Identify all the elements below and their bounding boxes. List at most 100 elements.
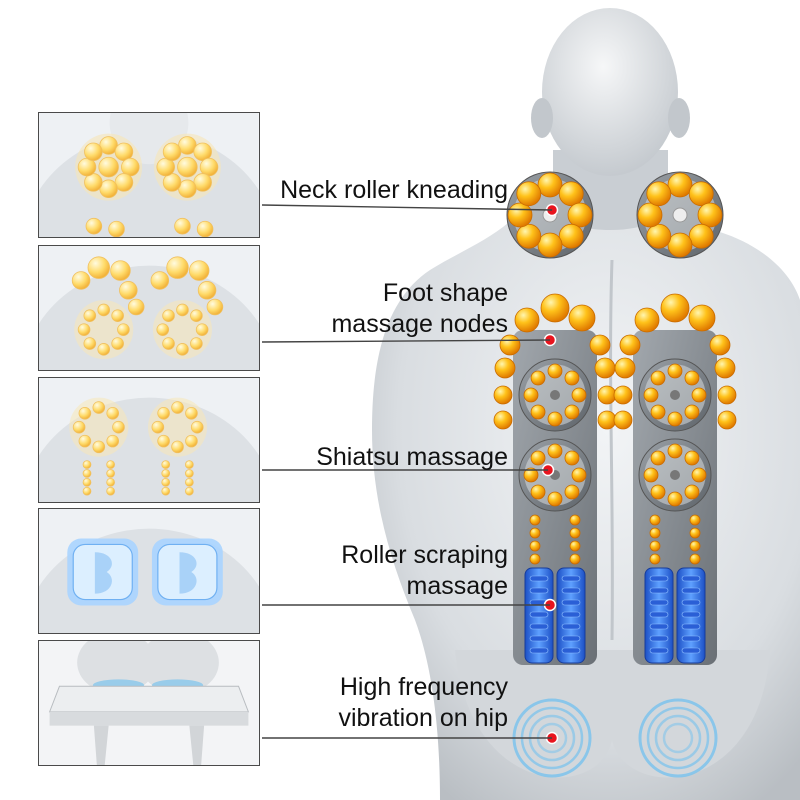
panel-foot-shape-nodes — [38, 245, 260, 371]
panel-roller-groove — [94, 552, 112, 594]
roller-rib — [561, 623, 581, 630]
roller-rib — [649, 647, 669, 654]
roller-rib — [561, 587, 581, 594]
massage-node-icon — [667, 443, 683, 459]
massage-node-icon — [667, 172, 693, 198]
massage-node-icon — [106, 460, 115, 469]
massage-node-icon — [547, 443, 563, 459]
massage-node-icon — [162, 309, 175, 323]
massage-node-icon — [92, 440, 106, 454]
massage-node-icon — [614, 357, 636, 379]
panel-hip-left — [77, 641, 156, 695]
roller-rib — [529, 635, 549, 642]
massage-node-icon — [530, 484, 546, 500]
massage-node-icon — [171, 401, 184, 414]
roller-rib — [681, 635, 701, 642]
massage-node-icon — [634, 307, 660, 333]
disc-hub — [670, 470, 680, 480]
panel-hip-illustration — [39, 641, 259, 765]
massage-node-icon — [190, 337, 203, 350]
massage-node-icon — [569, 527, 581, 539]
disc-hub — [670, 390, 680, 400]
marker-dot-icon — [543, 598, 557, 612]
massage-node-icon — [529, 540, 541, 552]
massage-node-icon — [567, 202, 593, 228]
massage-node-icon — [98, 156, 119, 178]
massage-node-icon — [110, 260, 131, 281]
massage-node-icon — [166, 256, 189, 279]
massage-node-icon — [82, 460, 92, 469]
massage-node-icon — [97, 343, 111, 356]
roller-rib — [561, 611, 581, 618]
massage-node-icon — [185, 434, 198, 448]
massage-node-icon — [684, 370, 700, 386]
massage-node-icon — [493, 385, 513, 405]
massage-node-icon — [667, 491, 683, 507]
massage-node-icon — [190, 309, 203, 323]
massage-node-icon — [643, 387, 659, 403]
marker-dot-icon — [545, 203, 559, 217]
massage-node-icon — [523, 387, 539, 403]
massage-node-icon — [650, 484, 666, 500]
panel-bench-edge — [49, 711, 249, 726]
massage-node-icon — [83, 309, 97, 323]
massage-node-icon — [540, 293, 570, 323]
massage-node-icon — [689, 553, 701, 565]
label-hip-vibration: High frequency vibration on hip — [338, 673, 508, 732]
massage-node-icon — [650, 450, 666, 466]
massage-node-icon — [157, 434, 170, 448]
massage-node-icon — [650, 370, 666, 386]
massage-node-icon — [78, 406, 92, 420]
massage-node-icon — [111, 309, 124, 323]
massage-node-icon — [174, 217, 191, 235]
massage-node-icon — [516, 223, 542, 249]
massage-node-icon — [571, 387, 587, 403]
ear-right — [668, 98, 690, 138]
roller-rib — [561, 647, 581, 654]
massage-node-icon — [106, 469, 115, 478]
massage-node-icon — [176, 303, 189, 317]
marker-dot-icon — [543, 333, 557, 347]
roller-rib — [561, 575, 581, 582]
massage-node-icon — [514, 307, 540, 333]
massage-node-icon — [161, 460, 171, 469]
vibration-ring-icon — [654, 714, 702, 762]
massage-node-icon — [547, 491, 563, 507]
massage-node-icon — [197, 281, 217, 300]
massage-node-icon — [85, 217, 103, 235]
massage-node-icon — [569, 553, 581, 565]
massage-node-icon — [112, 420, 125, 434]
roller-center — [672, 207, 688, 223]
massage-node-icon — [537, 232, 563, 258]
roller-rib — [529, 587, 549, 594]
massage-node-icon — [78, 434, 92, 448]
massage-node-icon — [493, 410, 513, 430]
massage-node-icon — [507, 202, 533, 228]
roller-rib — [649, 575, 669, 582]
massage-node-icon — [106, 406, 120, 420]
massage-node-icon — [156, 323, 170, 336]
massage-node-icon — [106, 486, 115, 496]
massage-node-icon — [619, 334, 641, 356]
massage-node-icon — [157, 406, 170, 420]
vibration-ring-icon — [646, 706, 710, 770]
massage-node-icon — [646, 223, 672, 249]
massage-node-icon — [537, 172, 563, 198]
massage-node-icon — [564, 370, 580, 386]
massage-node-icon — [195, 323, 209, 336]
massage-node-icon — [171, 440, 184, 454]
massage-node-icon — [523, 467, 539, 483]
roller-rib — [649, 587, 669, 594]
massage-node-icon — [613, 410, 633, 430]
massage-node-icon — [667, 232, 693, 258]
massage-node-icon — [516, 181, 542, 207]
massage-node-icon — [613, 385, 633, 405]
panel-roller-illustration — [39, 509, 259, 633]
massage-node-icon — [660, 293, 690, 323]
roller-rib — [681, 647, 701, 654]
roller-rib — [529, 623, 549, 630]
massage-node-icon — [185, 469, 194, 478]
marker-dot-icon — [541, 463, 555, 477]
massage-node-icon — [691, 387, 707, 403]
